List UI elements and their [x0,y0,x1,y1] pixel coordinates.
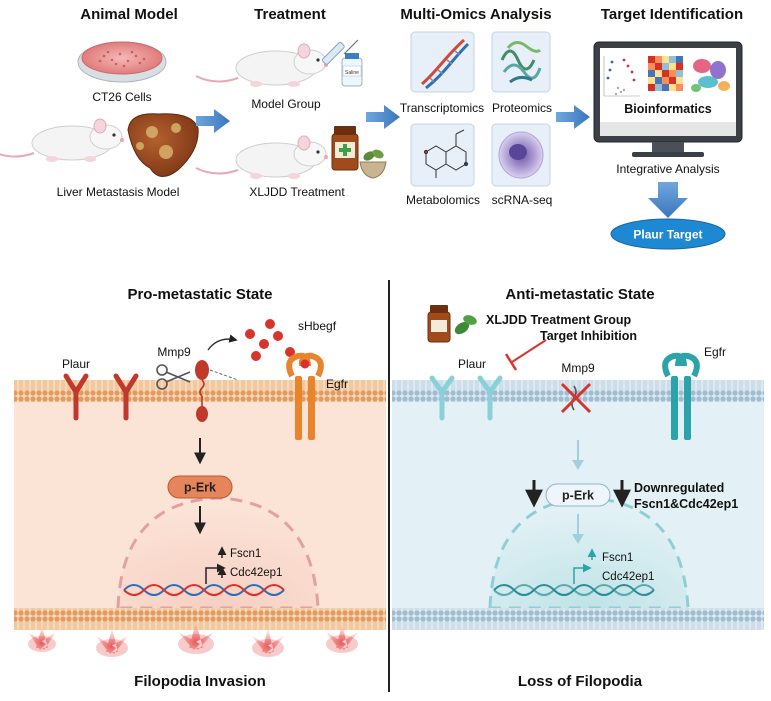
mmp9-anchor [196,406,208,422]
transcription-arrow-icon [573,563,592,584]
inhibition-line [511,339,547,363]
pro-perk-node [167,475,233,499]
pro-dna-helix-icon [123,584,285,596]
svg-text:Saline: Saline [345,70,359,76]
release-arrow-icon [207,334,238,351]
xljdd-treatment-label: XLJDD Treatment [249,185,345,199]
inhibition-bar-icon [504,353,518,371]
anti-mmp9-label: Mmp9 [561,361,595,375]
medicine-bottle-icon [427,305,451,343]
transcriptomics-label: Transcriptomics [400,101,484,115]
medicine-bottle-icon [331,126,359,171]
model-group-label: Model Group [251,97,321,111]
loss-of-filopodia-label: Loss of Filopodia [518,673,643,690]
pro-cdc42ep1-label: Cdc42ep1 [230,567,282,579]
pro-plaur-label: Plaur [62,357,90,371]
proteomics-label: Proteomics [492,101,552,115]
filopodia-invasion-label: Filopodia Invasion [134,673,266,690]
mouse-icon [195,43,329,88]
target-inhibition-label: Target Inhibition [540,329,637,343]
flow-arrow-icon [556,105,590,129]
pro-metastatic-title: Pro-metastatic State [127,286,272,303]
mmp9-stalk [199,379,205,397]
anti-fscn1-label: Fscn1 [602,552,633,564]
animal-model-header: Animal Model [80,6,178,23]
bioinformatics-label: Bioinformatics [624,102,712,116]
down-arrow-icon [648,182,688,218]
ct26-cells-label: CT26 Cells [92,90,151,104]
pro-fscn1-label: Fscn1 [230,548,261,560]
liver-metastasis-model-label: Liver Metastasis Model [57,185,180,199]
dna-icon [421,38,470,90]
anti-egfr-label: Egfr [704,345,726,359]
anti-cdc42ep1-label: Cdc42ep1 [602,571,654,583]
protein-structure-icon [500,41,542,84]
egfr-receptor-icon [662,352,700,440]
downregulated-genes-label: Fscn1&Cdc42ep1 [634,497,738,511]
plaur-receptor-icon [113,373,139,421]
anti-lower-membrane [392,608,764,630]
computer-monitor-icon: Bioinformatics [593,41,743,157]
mmp9-enzyme [195,360,209,380]
flow-arrow-icon [196,109,230,133]
integrative-analysis-label: Integrative Analysis [616,162,719,176]
liver-icon [127,113,199,177]
metabolomics-label: Metabolomics [406,193,480,207]
saline-vial-icon: Saline [341,53,363,87]
anti-metastatic-title: Anti-metastatic State [505,286,654,303]
cleavage-line [209,369,239,381]
volcano-plot-icon [603,56,640,97]
anti-perk-node [545,483,611,507]
leaf-icon [454,315,477,335]
downregulated-label: Downregulated [634,481,724,495]
scrnaseq-tile [491,123,551,187]
scrnaseq-label: scRNA-seq [492,193,553,207]
metabolomics-tile [410,123,475,187]
anti-dna-helix-icon [493,584,655,596]
mmp9-blocked-icon [560,382,592,414]
plaur-receptor-icon [477,375,503,421]
pro-lower-membrane [14,608,386,630]
herbal-mortar-icon [359,149,387,179]
transcriptomics-tile [410,31,475,93]
anti-plaur-label: Plaur [458,357,486,371]
anti-perk-label: p-Erk [562,489,594,503]
petri-dish-icon [77,41,167,83]
multi-omics-header: Multi-Omics Analysis [400,6,551,23]
flow-arrow-icon [366,105,400,129]
heatmap-icon [648,56,683,91]
pro-mmp9-label: Mmp9 [157,345,191,359]
single-cell-icon [498,131,544,179]
xljdd-treatment-group-label: XLJDD Treatment Group [486,313,632,327]
egfr-receptor-icon [286,352,324,440]
syringe-icon [322,39,359,65]
mouse-icon [195,135,329,180]
pro-shbegf-label: sHbegf [298,319,337,333]
scissors-icon [156,364,191,390]
cluster-plot-icon [691,59,730,92]
plaur-target-badge [610,218,726,250]
pro-perk-label: p-Erk [184,481,216,495]
target-identification-header: Target Identification [601,6,743,23]
treatment-header: Treatment [254,6,326,23]
plaur-target-label: Plaur Target [633,228,702,242]
molecule-icon [423,129,469,178]
pro-egfr-label: Egfr [326,377,348,391]
proteomics-tile [491,31,551,93]
filopodia-spikes [28,622,358,657]
plaur-receptor-icon [429,375,455,421]
plaur-receptor-icon [63,373,89,421]
mouse-icon [0,118,125,163]
